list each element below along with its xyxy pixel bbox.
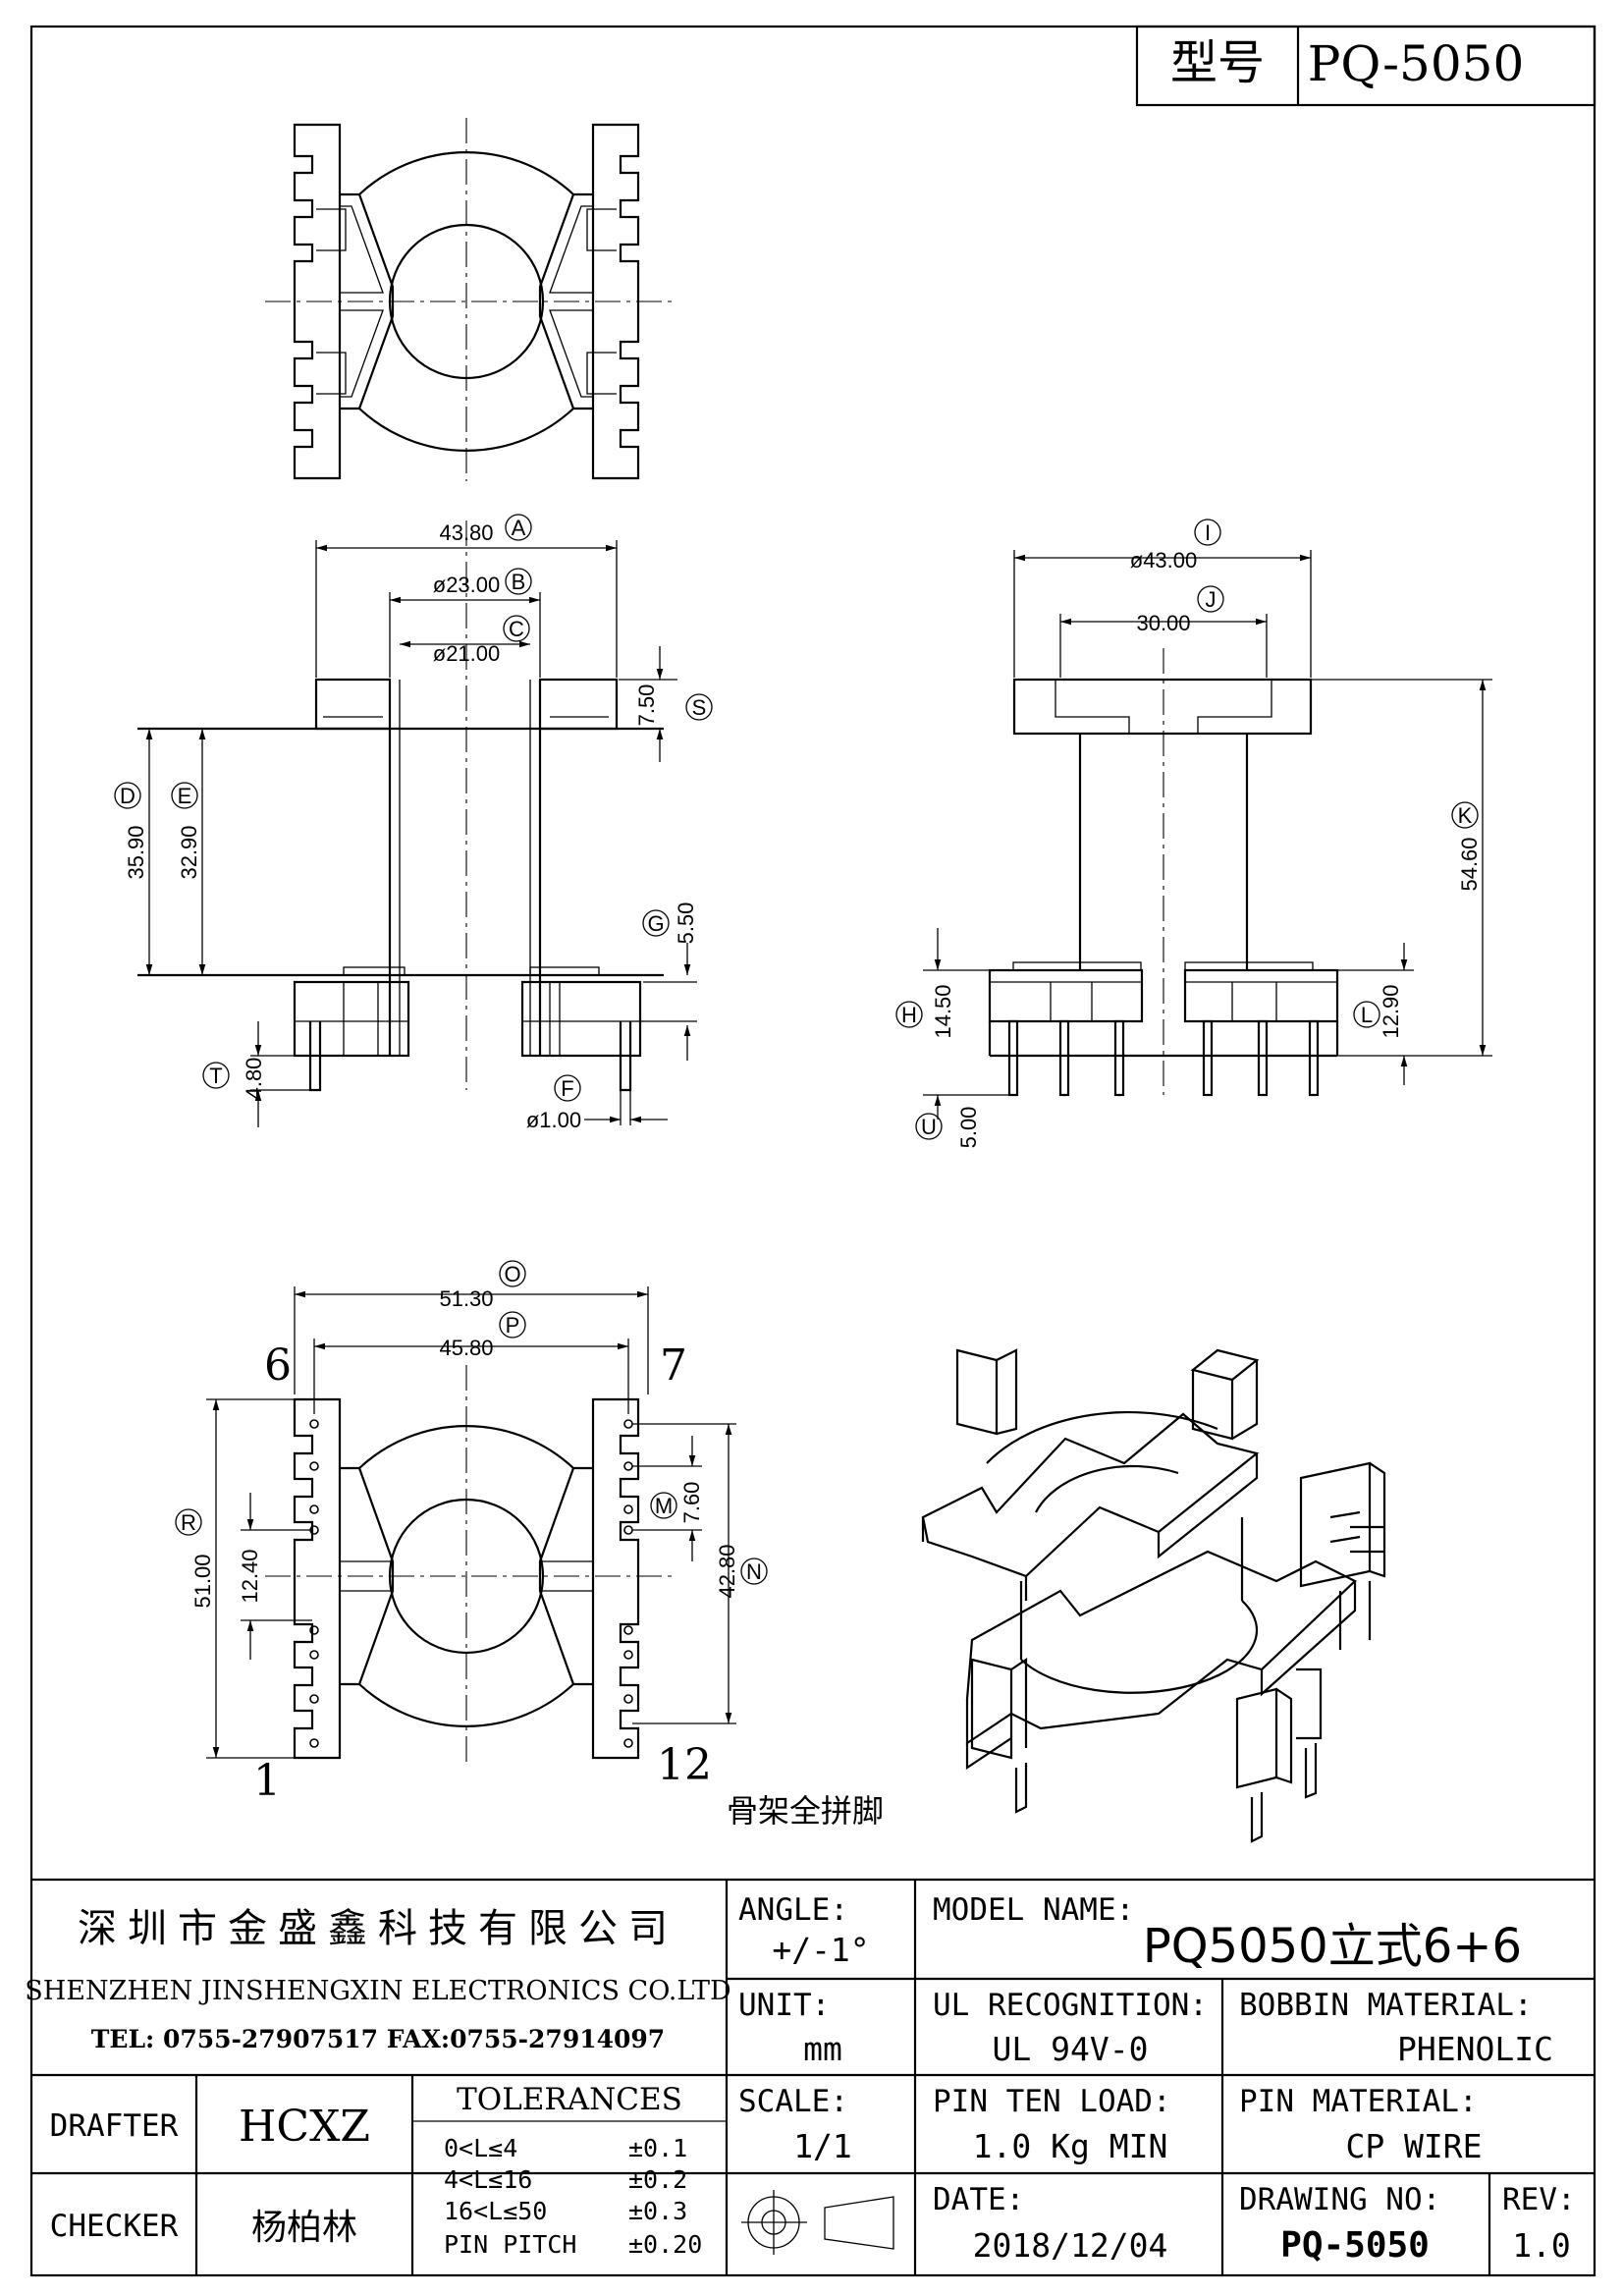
bobbin-value: PHENOLIC [1397,2030,1553,2068]
tol-range-1: 0<L≤4 [444,2134,517,2162]
bottom-view [206,1286,736,1768]
pin-label-6: 6 [264,1340,292,1391]
dim-k: 54.60 [1457,837,1482,891]
front-view-dimensions: A 43.80 B ø23.00 C ø21.00 D 35.90 E 32.9… [114,514,713,1132]
model-header-box: 型号 PQ-5050 [1135,25,1596,107]
company-contact: TEL: 0755-27907517 FAX:0755-27914097 [91,2025,665,2053]
tol-value-1: ±0.1 [628,2134,687,2162]
company-name-cn: 深圳市金盛鑫科技有限公司 [78,1906,678,1951]
balloon-c: C [509,617,524,641]
pin-label-7: 7 [660,1340,687,1391]
tolerances-label: TOLERANCES [457,2082,682,2117]
bottom-view-dimensions: O 51.30 P 45.80 R 51.00 12.40 M 7.60 N 4… [175,1260,884,1830]
dim-n: 42.80 [715,1544,739,1598]
balloon-d: D [120,784,135,808]
ul-value: UL 94V-0 [993,2030,1149,2068]
unit-label: UNIT: [738,1988,830,2023]
dim-12-40: 12.40 [238,1549,262,1603]
scale-label: SCALE: [738,2084,848,2119]
dim-g: 5.50 [674,902,698,945]
title-block-lines [31,1878,1595,2275]
model-name-label: MODEL NAME: [933,1892,1134,1928]
pin-label-12: 12 [657,1740,712,1790]
scale-value: 1/1 [793,2127,852,2165]
dim-s: 7.50 [634,684,659,727]
balloon-f: F [561,1076,573,1101]
angle-label: ANGLE: [738,1892,848,1928]
balloon-t: T [209,1064,222,1088]
tol-range-3: 16<L≤50 [444,2197,547,2225]
pin-ten-label: PIN TEN LOAD: [933,2084,1171,2119]
drafter-label: DRAFTER [50,2108,179,2144]
dim-t: 4.80 [242,1058,266,1100]
balloon-a: A [512,516,526,540]
title-block-text: 深圳市金盛鑫科技有限公司 SHENZHEN JINSHENGXIN ELECTR… [25,1892,1575,2266]
rev-value: 1.0 [1512,2226,1571,2265]
balloon-n: N [746,1559,762,1584]
balloon-u: U [921,1115,937,1139]
balloon-b: B [512,570,526,594]
balloon-r: R [181,1510,196,1535]
balloon-h: H [901,1003,917,1027]
tol-range-2: 4<L≤16 [444,2165,532,2194]
balloon-o: O [504,1262,520,1286]
balloon-l: L [1361,1003,1373,1027]
note-all-pins: 骨架全拼脚 [727,1792,884,1830]
dim-a: 43.80 [439,520,493,545]
dim-h: 14.50 [931,984,955,1038]
sheet-border [29,25,1596,2277]
date-label: DATE: [933,2182,1024,2217]
date-value: 2018/12/04 [973,2226,1168,2265]
isometric-view [921,1348,1386,1843]
pin-material-label: PIN MATERIAL: [1239,2084,1478,2119]
balloon-p: P [506,1313,520,1338]
dim-o: 51.30 [439,1286,493,1311]
balloon-k: K [1458,803,1473,828]
ul-label: UL RECOGNITION: [933,1988,1208,2023]
dim-i: ø43.00 [1130,548,1198,573]
company-name-en: SHENZHEN JINSHENGXIN ELECTRONICS CO.LTD [25,1976,730,2006]
balloon-i: I [1205,520,1211,545]
pin-material-value: CP WIRE [1345,2127,1482,2165]
dim-b: ø23.00 [433,573,501,597]
tol-value-3: ±0.3 [628,2197,687,2225]
balloon-m: M [655,1494,673,1518]
dim-u: 5.00 [956,1107,981,1149]
side-view [923,550,1492,1120]
tol-range-4: PIN PITCH [444,2230,576,2259]
pin-ten-value: 1.0 Kg MIN [973,2127,1168,2165]
balloon-g: G [647,911,664,936]
angle-value: +/-1° [772,1931,869,1969]
rev-label: REV: [1502,2182,1576,2217]
tol-value-2: ±0.2 [628,2165,687,2194]
balloon-e: E [178,784,192,808]
bobbin-label: BOBBIN MATERIAL: [1239,1988,1533,2023]
dim-c: ø21.00 [433,641,501,666]
balloon-s: S [692,695,707,720]
dim-f: ø1.00 [526,1108,581,1132]
dim-j: 30.00 [1136,611,1190,635]
top-view [265,118,677,481]
drafter-value: HCXZ [239,2102,370,2152]
checker-value: 杨柏林 [251,2208,357,2248]
dim-d: 35.90 [124,825,148,879]
pin-label-1: 1 [253,1756,281,1806]
model-name-value: PQ5050立式6+6 [1143,1919,1522,1974]
unit-value: mm [803,2030,842,2068]
checker-label: CHECKER [50,2209,179,2244]
balloon-j: J [1206,587,1217,612]
dim-p: 45.80 [439,1336,493,1360]
drawing-no-label: DRAWING NO: [1239,2182,1440,2217]
dim-l: 12.90 [1379,984,1403,1038]
front-view [137,520,697,1127]
dim-m: 7.60 [679,1482,704,1524]
dim-e: 32.90 [177,825,201,879]
dim-r: 51.00 [190,1554,215,1608]
drawing-no-value: PQ-5050 [1280,2225,1430,2266]
model-label: 型号 [1170,35,1265,90]
side-view-dimensions: I ø43.00 J 30.00 K 54.60 H 14.50 L 12.90… [895,519,1482,1149]
tol-value-4: ±0.20 [628,2230,702,2259]
model-value: PQ-5050 [1308,35,1525,92]
